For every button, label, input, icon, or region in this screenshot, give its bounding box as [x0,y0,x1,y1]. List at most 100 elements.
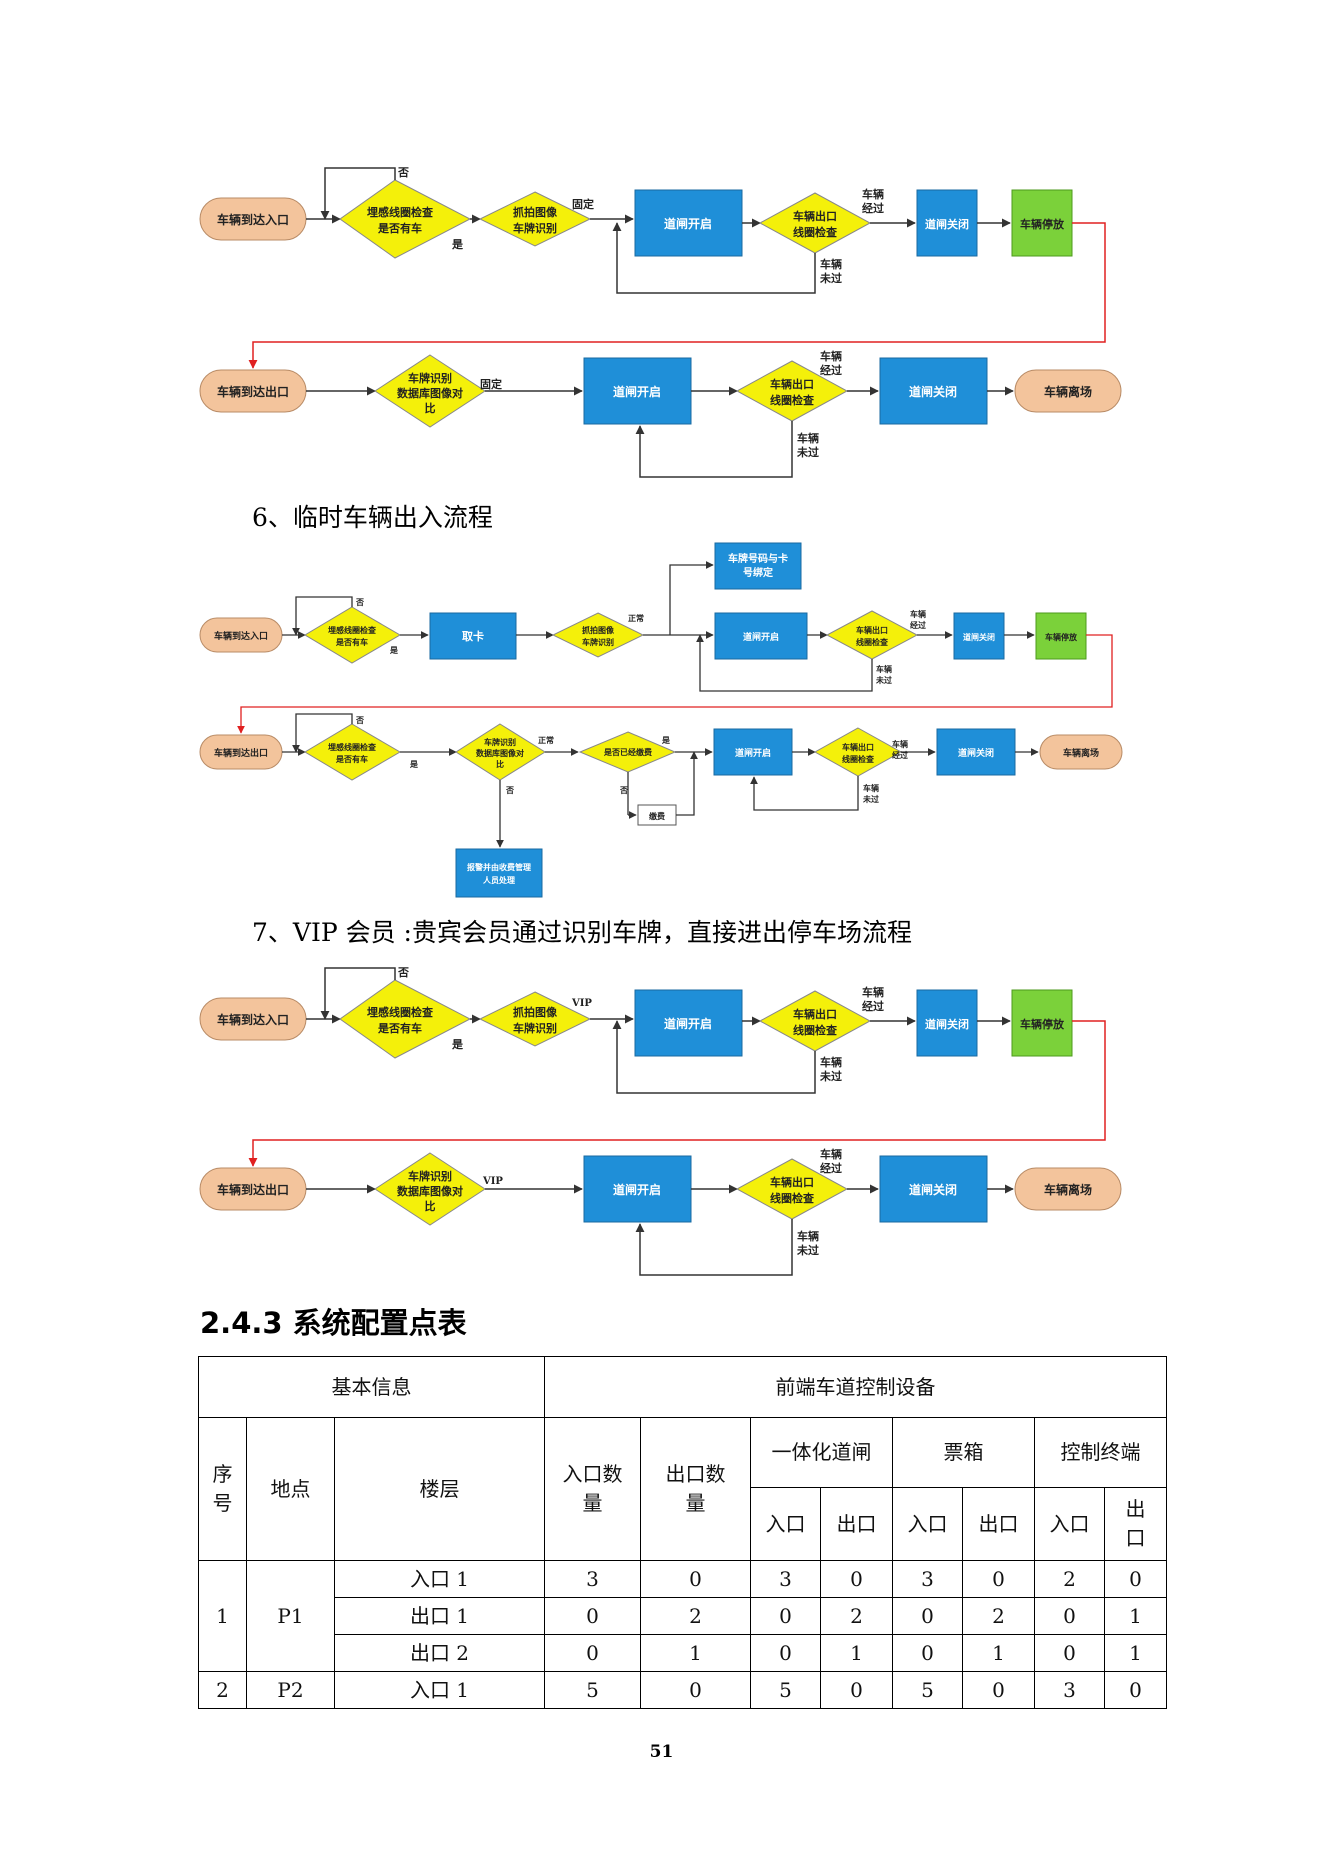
v-no-label: 否 [397,966,409,979]
flow-fixed-vehicle: 车辆到达入口 埋感线圈检查 是否有车 否 是 抓拍图像 车牌识别 固定 道闸开启… [199,166,1122,478]
header-front-devices: 前端车道控制设备 [544,1356,1167,1418]
cell-value: 1 [1104,1634,1167,1672]
header-terminal: 控制终端 [1034,1417,1167,1488]
coil-check-label-2: 是否有车 [377,221,422,235]
v-snap-label-1: 抓拍图像 [513,1005,558,1019]
header-seq: 序号 [198,1417,247,1561]
header-seq-1: 序 [212,1462,233,1486]
v-arrive-exit-label: 车辆到达出口 [217,1182,289,1197]
v-db-decision [374,1152,486,1226]
t-exit-coil-decision [825,610,919,660]
header-location: 地点 [246,1417,335,1561]
t-gate-open-label-2: 道闸开启 [735,747,771,759]
cell-value: 1 [1104,1597,1167,1635]
cell-value: 0 [892,1634,963,1672]
notpass-label-2-1: 车辆 [797,431,819,445]
sub-ticket-in: 入口 [892,1487,963,1561]
t-notpass-label-2: 未过 [875,675,892,685]
v-exit-coil-label-2: 线圈检查 [793,1023,837,1037]
t-exit-coil-label-2-2: 线圈检查 [842,754,875,764]
t-coil-label-2-2: 是否有车 [335,754,368,764]
exit-coil-label-2: 线圈检查 [793,225,837,239]
v-gate-open-label-2: 道闸开启 [613,1182,661,1197]
v-vip-label-2: VIP [482,1176,503,1187]
v-snap-decision [478,991,592,1047]
t-gate-open-label: 道闸开启 [743,631,779,643]
t-notpass-label-2-1: 车辆 [863,783,879,793]
exit-coil-label-2-2: 线圈检查 [770,393,814,407]
header-entry-count: 入口数量 [544,1417,641,1561]
db-label-1: 车牌识别 [408,371,452,385]
t-gate-open-box-2 [713,728,793,776]
t-exit-coil-label-2: 线圈检查 [856,637,889,647]
v-notpass-label-2-1: 车辆 [797,1229,819,1243]
cell-value: 0 [962,1560,1035,1598]
bind-card-label-1: 车牌号码与卡 [728,552,788,565]
flow-vip-vehicle: 车辆到达入口 埋感线圈检查 是否有车 否 是 抓拍图像 车牌识别 VIP 道闸开… [199,966,1122,1276]
cell-value: 0 [1034,1634,1105,1672]
pass-label-2: 经过 [862,201,884,215]
v-gate-open-label: 道闸开启 [664,1016,712,1031]
cell-value: 5 [750,1671,821,1709]
snap-label-1: 抓拍图像 [513,205,558,219]
t-exit-coil-label-1: 车辆出口 [856,625,888,635]
sub-ticket-out: 出口 [962,1487,1035,1561]
cell-value: 0 [640,1671,751,1709]
v-gate-close-label: 道闸关闭 [925,1017,969,1031]
cell-value: 0 [962,1671,1035,1709]
cell-value: 0 [750,1597,821,1635]
header-basic-info: 基本信息 [198,1356,545,1418]
table-row: 2 P2 入口 1 5 0 5 0 5 0 3 0 [198,1671,1167,1709]
t-snap-label-1: 抓拍图像 [582,625,615,635]
t-pass-label-2-1: 车辆 [892,739,908,749]
cell-value: 0 [1034,1597,1105,1635]
cell-seq: 1 [198,1560,247,1672]
cell-value: 0 [750,1634,821,1672]
paid-yes-label: 是 [661,735,670,745]
sub-terminal-out-1: 出 [1125,1497,1146,1521]
cell-value: 1 [820,1634,893,1672]
cell-value: 3 [750,1560,821,1598]
bind-card-label-2: 号绑定 [743,566,773,579]
gate-open-box [634,189,743,257]
table-row: 出口 2 0 1 0 1 0 1 0 1 [199,1634,1167,1672]
v-pass-label-2: 经过 [862,999,884,1013]
t-snap-decision [551,612,645,658]
v-gate-close-box-2 [879,1155,988,1223]
heading-temporary-flow: 6、临时车辆出入流程 [252,503,493,532]
snap-label-2: 车牌识别 [513,221,557,235]
t-notpass-label-1: 车辆 [876,664,892,674]
t-coil-decision [304,606,401,664]
yes-label: 是 [451,238,464,251]
table-row: 出口 1 0 2 0 2 0 2 0 1 [199,1597,1167,1635]
exit-coil-label-2-1: 车辆出口 [770,377,814,391]
header-seq-2: 号 [212,1491,233,1515]
header-exit-count-2: 量 [685,1491,706,1515]
sub-gate-out: 出口 [820,1487,893,1561]
t-exit-coil-label-2-1: 车辆出口 [842,742,874,752]
bind-card-box [714,542,802,590]
config-table: 基本信息 前端车道控制设备 序号 地点 楼层 入口数量 出口数量 一体化道闸 票… [198,1356,1167,1709]
sub-gate-in: 入口 [750,1487,821,1561]
v-db-label-3: 比 [425,1199,436,1213]
cell-value: 3 [544,1560,641,1598]
v-gate-close-box [916,989,978,1057]
t-pass-label-1: 车辆 [910,609,926,619]
cell-value: 1 [962,1634,1035,1672]
v-coil-decision [339,979,472,1059]
v-vip-label: VIP [571,998,592,1009]
pass-label-1: 车辆 [862,187,884,201]
take-card-label: 取卡 [462,629,484,643]
v-notpass-label-2: 未过 [819,1069,842,1083]
t-pass-label-2-2: 经过 [892,750,908,760]
page-number: 51 [649,1742,674,1762]
cell-seq: 2 [198,1671,247,1709]
arrive-exit-label: 车辆到达出口 [217,384,289,399]
cell-value: 0 [892,1597,963,1635]
cell-location: P1 [246,1560,335,1672]
v-park-label: 车辆停放 [1020,1017,1065,1031]
v-notpass-label-2-2: 未过 [796,1243,819,1257]
header-gate: 一体化道闸 [750,1417,893,1488]
exit-coil-decision [758,192,872,254]
cell-floor: 出口 2 [334,1634,545,1672]
